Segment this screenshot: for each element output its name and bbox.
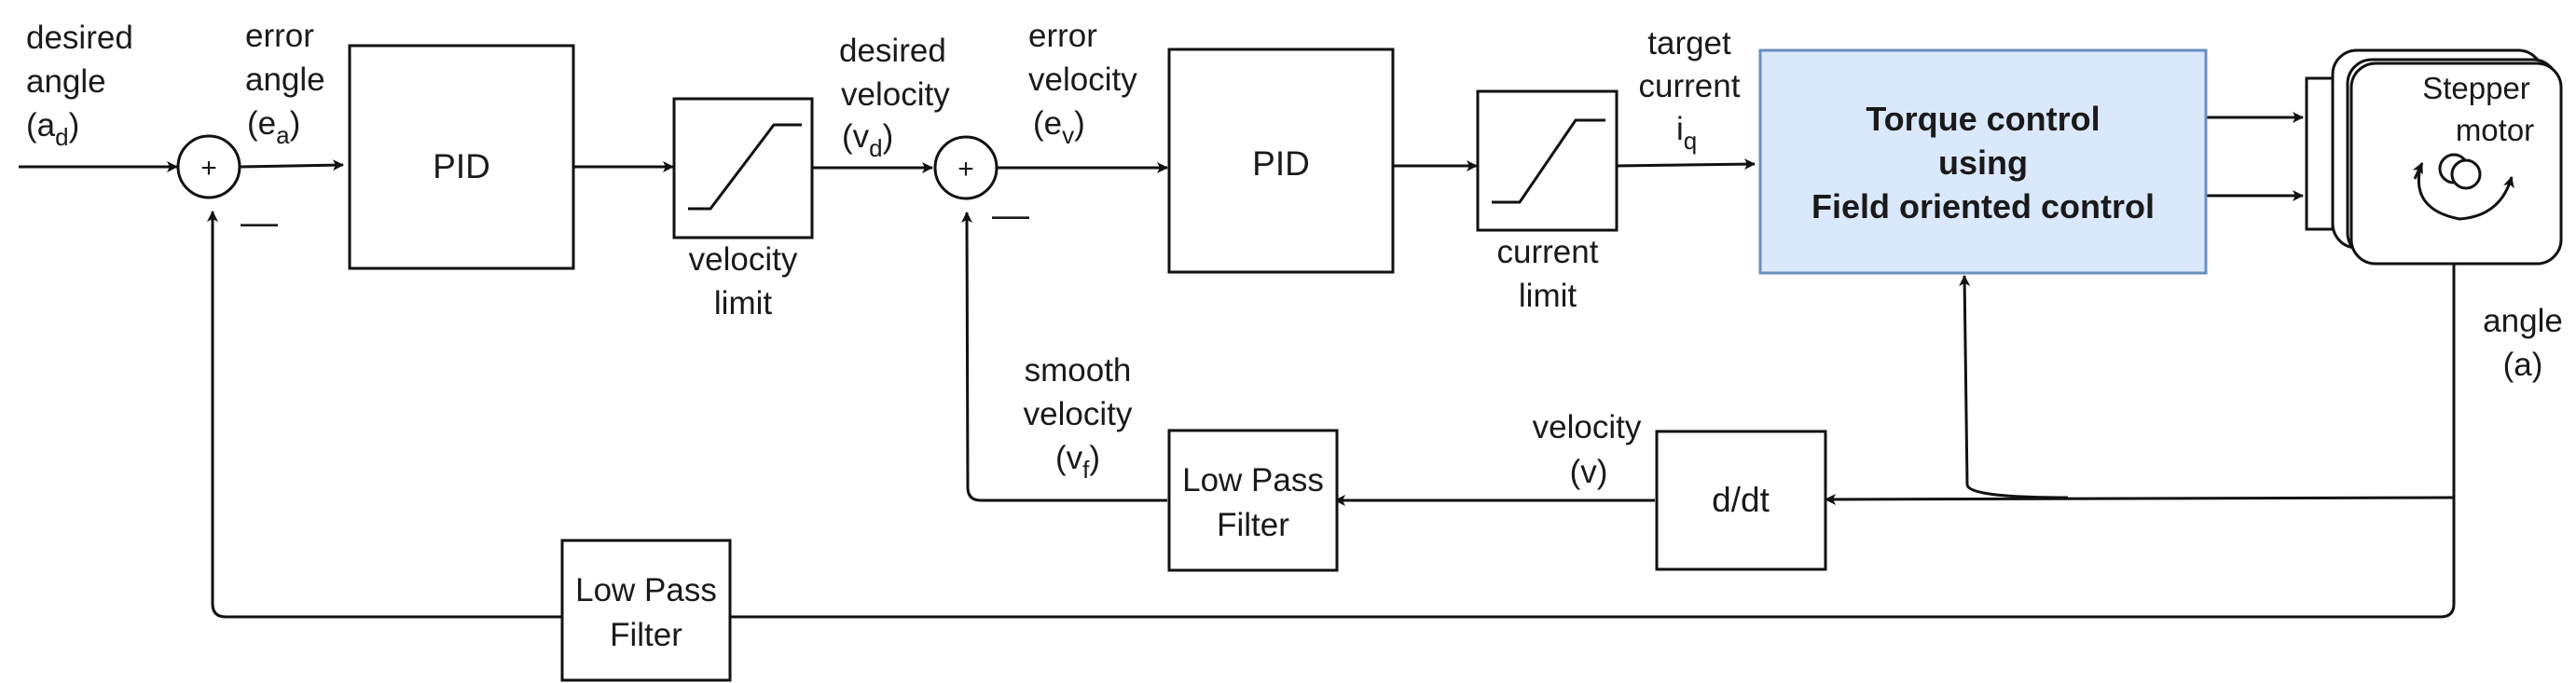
current-limit-label-2: limit <box>1519 278 1577 314</box>
svg-text:error: error <box>1028 18 1097 54</box>
pid-velocity-label: PID <box>1252 144 1310 183</box>
svg-text:velocity: velocity <box>1533 409 1642 445</box>
svg-text:error: error <box>245 18 314 54</box>
svg-text:(ev): (ev) <box>1033 105 1085 149</box>
desired-velocity-label: desired velocity (vd) <box>839 33 950 162</box>
rotation-arrow-icon <box>2417 167 2514 221</box>
velocity-limit-block: velocity limit <box>672 97 814 321</box>
angle-junction-minus: — <box>241 202 278 243</box>
foc-torque-control-block: Torque control using Field oriented cont… <box>1758 48 2208 275</box>
svg-text:desired: desired <box>26 20 133 56</box>
ddt-label: d/dt <box>1712 481 1770 519</box>
velocity-limit-label-1: velocity <box>689 241 798 278</box>
angle-to-foc-line <box>1959 275 2069 499</box>
lpf-angle-label-1: Low Pass <box>575 572 717 608</box>
desired-angle-label: desired angle (ad) <box>26 20 133 151</box>
svg-text:angle: angle <box>26 63 106 100</box>
error-velocity-label: error velocity (ev) <box>1028 18 1137 149</box>
pid-angle-label: PID <box>433 147 490 185</box>
svg-text:(vd): (vd) <box>842 118 893 162</box>
motor-label-1: Stepper <box>2422 71 2530 105</box>
error-angle-label: error angle (ea) <box>245 18 325 149</box>
svg-text:+: + <box>200 153 217 184</box>
svg-text:iq: iq <box>1676 111 1697 155</box>
velocity-limit-label-2: limit <box>714 285 772 321</box>
error-angle-line <box>240 159 344 171</box>
foc-label-1: Torque control <box>1866 100 2100 138</box>
target-current-line <box>1615 158 1756 171</box>
smooth-velocity-label: smooth velocity (vf) <box>1024 352 1133 484</box>
angle-feedback-line <box>207 211 2456 619</box>
svg-text:(ea): (ea) <box>247 105 300 149</box>
svg-text:velocity: velocity <box>841 76 950 113</box>
svg-text:current: current <box>1639 68 1741 104</box>
angle-to-ddt-line <box>1825 493 2455 505</box>
svg-text:velocity: velocity <box>1028 61 1137 98</box>
lpf-angle-block: Low Pass Filter <box>560 539 732 682</box>
current-limit-label-1: current <box>1497 234 1599 270</box>
svg-text:(a): (a) <box>2503 347 2543 383</box>
rotor-shaft-icon <box>2438 153 2482 190</box>
svg-text:smooth: smooth <box>1025 352 1132 389</box>
lpf-velocity-block: Low Pass Filter <box>1167 429 1339 572</box>
svg-text:angle: angle <box>245 61 325 98</box>
current-limit-block: current limit <box>1476 89 1619 314</box>
stepper-motor: Stepper motor <box>2305 48 2563 266</box>
velocity-summing-junction: + <box>933 135 999 200</box>
angle-summing-junction: + <box>176 134 241 199</box>
svg-text:target: target <box>1647 25 1731 61</box>
svg-text:velocity: velocity <box>1024 396 1133 432</box>
foc-label-3: Field oriented control <box>1811 187 2155 225</box>
svg-text:(ad): (ad) <box>26 107 79 151</box>
target-current-label: target current iq <box>1639 25 1741 155</box>
motor-label-2: motor <box>2456 113 2534 147</box>
velocity-label: velocity (v) <box>1533 409 1642 490</box>
lpf-velocity-label-2: Filter <box>1217 507 1289 543</box>
lpf-velocity-label-1: Low Pass <box>1182 462 1324 499</box>
svg-text:desired: desired <box>839 33 946 69</box>
lpf-angle-label-2: Filter <box>610 617 682 653</box>
svg-text:angle: angle <box>2483 303 2563 339</box>
svg-text:+: + <box>957 154 974 184</box>
svg-text:(vf): (vf) <box>1055 440 1100 484</box>
angle-label: angle (a) <box>2483 303 2563 383</box>
svg-text:(v): (v) <box>1570 454 1608 490</box>
pid-angle-block: PID <box>348 44 575 270</box>
foc-label-2: using <box>1938 143 2028 182</box>
ddt-block: d/dt <box>1655 430 1827 571</box>
pid-velocity-block: PID <box>1167 48 1395 274</box>
velocity-junction-minus: — <box>992 195 1029 236</box>
smooth-velocity-feedback-line <box>961 212 1167 502</box>
